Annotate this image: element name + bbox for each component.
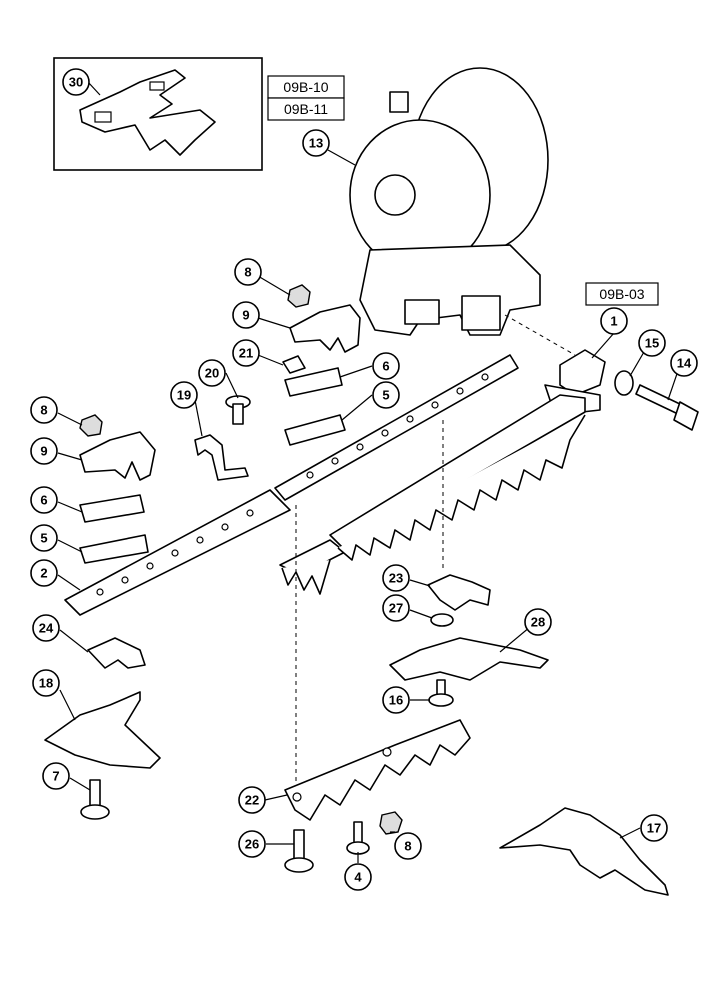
part-27-washer bbox=[430, 613, 454, 627]
callout-16[interactable]: 16 bbox=[382, 686, 410, 714]
part-6-shim bbox=[284, 367, 343, 397]
callout-9[interactable]: 9 bbox=[232, 301, 260, 329]
svg-text:18: 18 bbox=[39, 676, 53, 691]
callout-28[interactable]: 28 bbox=[524, 608, 552, 636]
alignment-line bbox=[504, 314, 576, 356]
svg-text:19: 19 bbox=[177, 388, 191, 403]
callout-8-bottom[interactable]: 8 bbox=[394, 832, 422, 860]
svg-text:6: 6 bbox=[40, 493, 47, 508]
part-2-bar bbox=[64, 489, 291, 616]
knife-assembly bbox=[279, 394, 586, 595]
part-6-shim-left bbox=[79, 494, 145, 523]
svg-text:24: 24 bbox=[39, 621, 54, 636]
svg-text:21: 21 bbox=[239, 346, 253, 361]
callout-5-left[interactable]: 5 bbox=[30, 524, 58, 552]
svg-text:15: 15 bbox=[645, 336, 659, 351]
svg-text:4: 4 bbox=[354, 870, 362, 885]
part-24-guard bbox=[87, 637, 146, 669]
part-15-washer bbox=[614, 370, 634, 396]
svg-text:27: 27 bbox=[389, 601, 403, 616]
callout-22[interactable]: 22 bbox=[238, 786, 266, 814]
callout-14[interactable]: 14 bbox=[670, 349, 698, 377]
svg-text:16: 16 bbox=[389, 693, 403, 708]
callout-17[interactable]: 17 bbox=[640, 814, 668, 842]
svg-text:9: 9 bbox=[242, 308, 249, 323]
svg-text:6: 6 bbox=[382, 359, 389, 374]
callout-24[interactable]: 24 bbox=[32, 614, 60, 642]
callout-4[interactable]: 4 bbox=[344, 863, 372, 891]
svg-text:1: 1 bbox=[610, 314, 617, 329]
callout-20[interactable]: 20 bbox=[198, 359, 226, 387]
part-7-bolt bbox=[80, 779, 110, 820]
part-9-guard-left bbox=[79, 431, 156, 481]
svg-text:8: 8 bbox=[244, 265, 251, 280]
part-5-shim-left bbox=[79, 534, 149, 564]
callout-6[interactable]: 6 bbox=[372, 352, 400, 380]
svg-text:26: 26 bbox=[245, 837, 259, 852]
callout-2[interactable]: 2 bbox=[30, 559, 58, 587]
svg-text:5: 5 bbox=[382, 388, 389, 403]
svg-text:7: 7 bbox=[52, 769, 59, 784]
svg-text:09B-03: 09B-03 bbox=[599, 286, 644, 302]
callout-1[interactable]: 1 bbox=[600, 307, 628, 335]
callout-6-left[interactable]: 6 bbox=[30, 486, 58, 514]
part-30-guard bbox=[79, 69, 216, 156]
part-8-nut-bottom bbox=[379, 811, 403, 835]
callout-26[interactable]: 26 bbox=[238, 830, 266, 858]
part-19-clip bbox=[194, 434, 249, 481]
svg-text:09B-10: 09B-10 bbox=[283, 79, 328, 95]
part-16-bolt bbox=[428, 679, 454, 707]
svg-text:17: 17 bbox=[647, 821, 661, 836]
part-23-guard bbox=[427, 574, 491, 611]
knife-back-bar bbox=[274, 354, 519, 501]
callout-7[interactable]: 7 bbox=[42, 762, 70, 790]
part-22-guard-assembly bbox=[284, 719, 471, 821]
callout-15[interactable]: 15 bbox=[638, 329, 666, 357]
callout-19[interactable]: 19 bbox=[170, 381, 198, 409]
svg-text:13: 13 bbox=[309, 136, 323, 151]
callout-9-left[interactable]: 9 bbox=[30, 437, 58, 465]
part-20-carriage-bolt bbox=[225, 395, 251, 425]
part-9-guard bbox=[289, 304, 361, 353]
callout-27[interactable]: 27 bbox=[382, 594, 410, 622]
svg-text:8: 8 bbox=[404, 839, 411, 854]
svg-text:30: 30 bbox=[69, 75, 83, 90]
svg-text:14: 14 bbox=[677, 356, 692, 371]
part-21-plate bbox=[282, 355, 306, 374]
callout-5[interactable]: 5 bbox=[372, 381, 400, 409]
part-8-nut bbox=[287, 284, 311, 308]
svg-text:20: 20 bbox=[205, 366, 219, 381]
part-5-shim bbox=[284, 414, 346, 446]
reference-09b-10[interactable]: 09B-10 bbox=[267, 75, 345, 99]
callout-30[interactable]: 30 bbox=[62, 68, 90, 96]
part-14-bolt bbox=[635, 384, 699, 431]
part-28-plate bbox=[389, 637, 549, 681]
callout-21[interactable]: 21 bbox=[232, 339, 260, 367]
svg-text:09B-11: 09B-11 bbox=[284, 101, 328, 117]
svg-text:28: 28 bbox=[531, 615, 545, 630]
reference-09b-03[interactable]: 09B-03 bbox=[585, 282, 659, 306]
callout-23[interactable]: 23 bbox=[382, 564, 410, 592]
callout-8-left[interactable]: 8 bbox=[30, 396, 58, 424]
svg-text:5: 5 bbox=[40, 531, 47, 546]
callout-18[interactable]: 18 bbox=[32, 669, 60, 697]
svg-text:9: 9 bbox=[40, 444, 47, 459]
part-4-bolt bbox=[346, 821, 370, 855]
svg-text:2: 2 bbox=[40, 566, 47, 581]
part-18-plate bbox=[44, 691, 161, 769]
reference-09b-11[interactable]: 09B-11 bbox=[267, 97, 345, 121]
callout-13[interactable]: 13 bbox=[302, 129, 330, 157]
callout-8[interactable]: 8 bbox=[234, 258, 262, 286]
part-8-nut-left bbox=[79, 414, 103, 437]
svg-text:22: 22 bbox=[245, 793, 259, 808]
part-13-gearbox bbox=[349, 67, 549, 336]
part-17-holder bbox=[499, 807, 669, 896]
part-26-bolt bbox=[284, 829, 314, 873]
svg-text:8: 8 bbox=[40, 403, 47, 418]
svg-text:23: 23 bbox=[389, 571, 403, 586]
